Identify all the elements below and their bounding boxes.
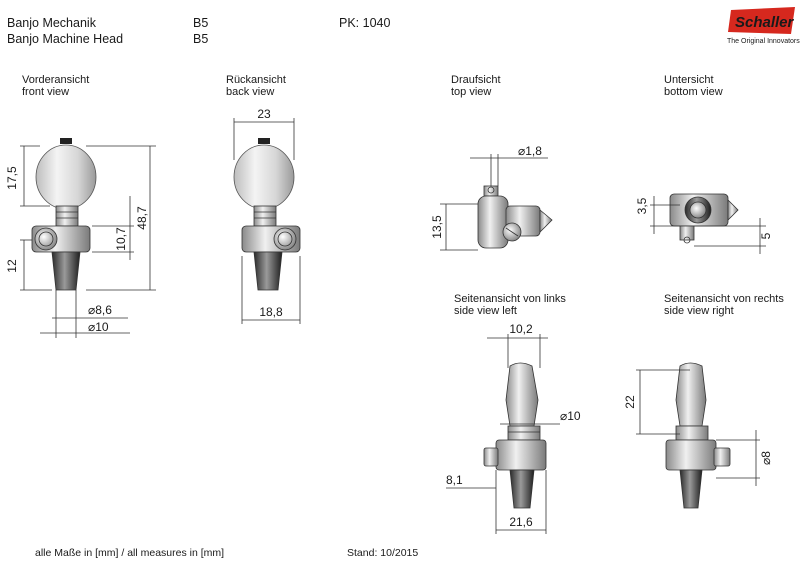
- dim-front-middle: 10,7: [114, 227, 128, 251]
- dim-front-total-height: 48,7: [135, 206, 149, 230]
- dim-top-dia: ⌀1,8: [518, 144, 542, 158]
- dim-front-dia-1: ⌀8,6: [88, 303, 112, 317]
- dim-top-height: 13,5: [430, 215, 444, 239]
- dim-front-dia-2: ⌀10: [88, 320, 109, 334]
- top-view-drawing: [477, 185, 553, 249]
- product-name-en: Banjo Machine Head: [7, 32, 124, 46]
- pk-number: PK: 1040: [339, 16, 391, 30]
- schaller-logo: Schaller: [727, 6, 797, 36]
- bottom-view-drawing: [669, 193, 739, 244]
- dim-left-side: 8,1: [446, 473, 463, 487]
- front-view-drawing: [31, 138, 97, 291]
- back-view-drawing: [233, 138, 301, 291]
- model-code: B5: [193, 16, 209, 30]
- dim-front-lower: 12: [5, 259, 19, 273]
- dim-bottom-a: 3,5: [635, 197, 649, 214]
- dim-back-base: 18,8: [259, 305, 283, 319]
- revision-date: Stand: 10/2015: [347, 547, 419, 559]
- dim-right-dia: ⌀8: [759, 451, 773, 465]
- dim-left-base: 21,6: [509, 515, 533, 529]
- right-side-view-drawing: [665, 362, 731, 509]
- logo-text: Schaller: [735, 14, 795, 31]
- dim-back-width: 23: [257, 107, 271, 121]
- dim-left-top: 10,2: [509, 322, 533, 336]
- model-code-2: B5: [193, 32, 209, 46]
- dim-right-height: 22: [623, 395, 637, 409]
- measures-note: alle Maße in [mm] / all measures in [mm]: [35, 547, 225, 559]
- dim-bottom-b: 5: [759, 232, 773, 239]
- product-name-de: Banjo Mechanik: [7, 16, 96, 30]
- logo-tagline: The Original Innovators: [727, 38, 800, 45]
- dim-front-knob-height: 17,5: [5, 166, 19, 190]
- dim-left-dia: ⌀10: [560, 409, 581, 423]
- left-side-view-drawing: [483, 362, 547, 509]
